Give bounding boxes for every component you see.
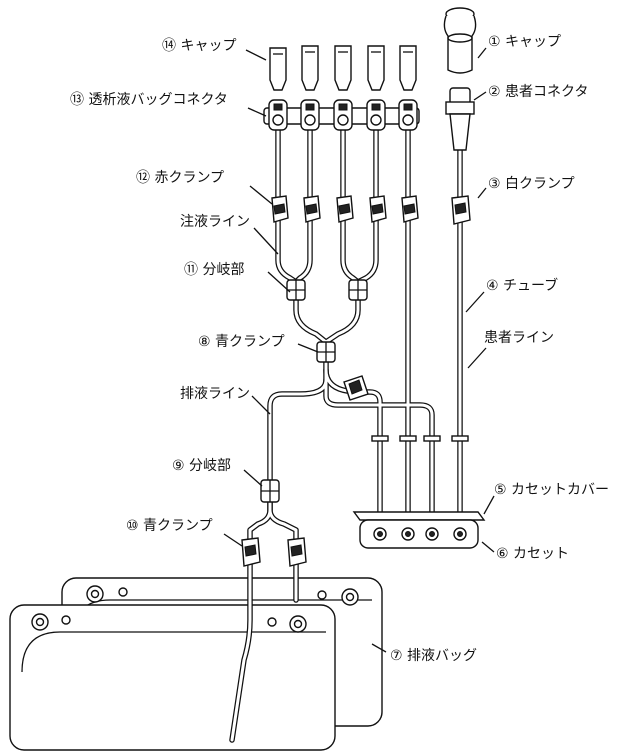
red-clamps xyxy=(271,195,419,223)
blue-clamp-8 xyxy=(343,375,369,401)
leader-lines xyxy=(223,47,495,653)
tube-guides xyxy=(371,435,469,442)
white-clamp xyxy=(451,195,471,225)
label-tube: ④ チューブ xyxy=(486,277,558,294)
label-patient-connector: ② 患者コネクタ xyxy=(488,84,588,100)
label-branch-9: ⑨ 分岐部 xyxy=(172,458,231,474)
label-red-clamp: ⑫ 赤クランプ xyxy=(136,170,224,186)
label-white-clamp: ③ 白クランプ xyxy=(488,176,575,192)
label-cassette: ⑥ カセット xyxy=(496,546,569,562)
cassette xyxy=(352,511,486,549)
label-dialysate-connector: ⑬ 透析液バッグコネクタ xyxy=(70,92,228,108)
blue-clamps-10 xyxy=(241,537,307,567)
patient-cap xyxy=(443,7,477,74)
bag-connectors xyxy=(263,99,420,131)
drain-bag-front xyxy=(9,604,336,751)
label-patient-line: 患者ライン xyxy=(484,330,554,346)
label-cassette-cover: ⑤ カセットカバー xyxy=(494,482,609,498)
label-cap-bag: ⑭ キャップ xyxy=(162,38,236,54)
labels: ① キャップ ② 患者コネクタ ③ 白クランプ ④ チューブ 患者ライン ⑤ カ… xyxy=(70,34,609,664)
label-cap-patient: ① キャップ xyxy=(488,34,561,50)
bag-caps xyxy=(269,45,417,91)
patient-connector xyxy=(445,87,475,151)
label-branch-11: ⑪ 分岐部 xyxy=(184,262,244,278)
tubing xyxy=(229,127,463,743)
label-blue-clamp-10: ⑩ 青クランプ xyxy=(126,518,213,534)
label-infusion-line: 注液ライン xyxy=(180,214,250,230)
branch-connectors xyxy=(260,279,368,503)
label-blue-clamp-8: ⑧ 青クランプ xyxy=(198,334,285,350)
label-drain-bag: ⑦ 排液バッグ xyxy=(390,648,477,664)
label-drain-line: 排液ライン xyxy=(180,386,250,402)
